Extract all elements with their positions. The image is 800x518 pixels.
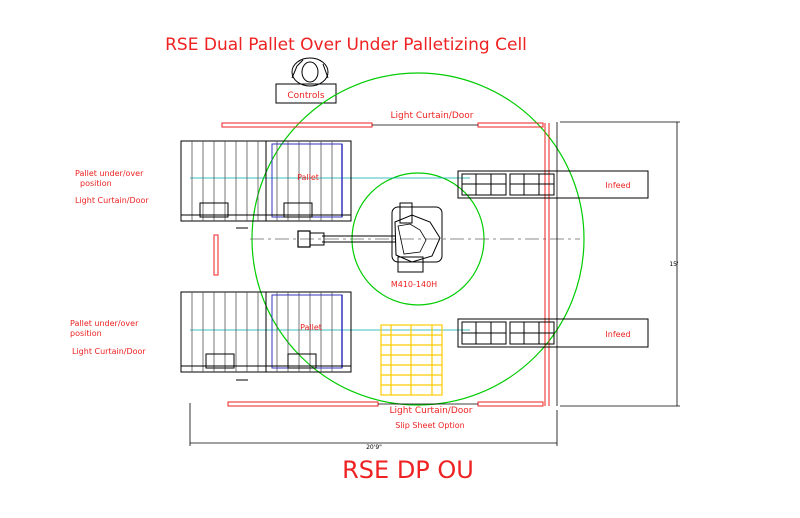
controls-label: Controls [287, 91, 325, 101]
bottom-light-curtain-label: Light Curtain/Door [390, 406, 473, 416]
upper-infeed-conveyor: Infeed [457, 170, 649, 199]
lower-light-curtain-label: Light Curtain/Door [72, 347, 146, 356]
lower-pallet-station-right: Pallet [265, 291, 352, 373]
upper-infeed-label: Infeed [605, 181, 630, 190]
slip-sheet-option-label: Slip Sheet Option [395, 421, 465, 430]
upper-light-curtain-label: Light Curtain/Door [75, 196, 149, 205]
width-dimension-label: 20'9" [366, 444, 382, 451]
upper-pallet-station-right: Pallet [265, 140, 352, 222]
lower-pallet-position-label-2: position [70, 329, 102, 338]
upper-pallet-position-label-1: Pallet under/over [75, 169, 144, 178]
bottom-light-curtain: Light Curtain/Door [227, 401, 544, 416]
left-divider-fence [213, 234, 219, 276]
lower-pallet-station-left [180, 291, 267, 373]
lower-infeed-conveyor: Infeed [457, 318, 649, 348]
upper-pallet-label: Pallet [297, 173, 319, 182]
width-dimension: 20'9" [189, 403, 558, 451]
lower-pallet-label: Pallet [300, 323, 322, 332]
height-dimension: 15' [556, 121, 680, 407]
controls-cabinet [275, 83, 337, 104]
upper-pallet-position-label-2: position [80, 179, 112, 188]
robot-model-label: M410-140H [391, 280, 437, 289]
drawing-title: RSE Dual Pallet Over Under Palletizing C… [165, 35, 527, 55]
top-light-curtain-label: Light Curtain/Door [391, 111, 474, 121]
right-fence [544, 123, 550, 406]
controls-station: Controls [275, 57, 337, 104]
robot-m410: M410-140H [297, 202, 443, 289]
footer-title: RSE DP OU [342, 456, 474, 484]
height-dimension-label: 15' [669, 261, 679, 268]
slip-sheet-stack [380, 324, 443, 396]
upper-pallet-station-left [180, 140, 267, 222]
top-light-curtain: Light Curtain/Door [221, 111, 544, 128]
lower-infeed-label: Infeed [605, 330, 630, 339]
lower-pallet-position-label-1: Pallet under/over [70, 319, 139, 328]
